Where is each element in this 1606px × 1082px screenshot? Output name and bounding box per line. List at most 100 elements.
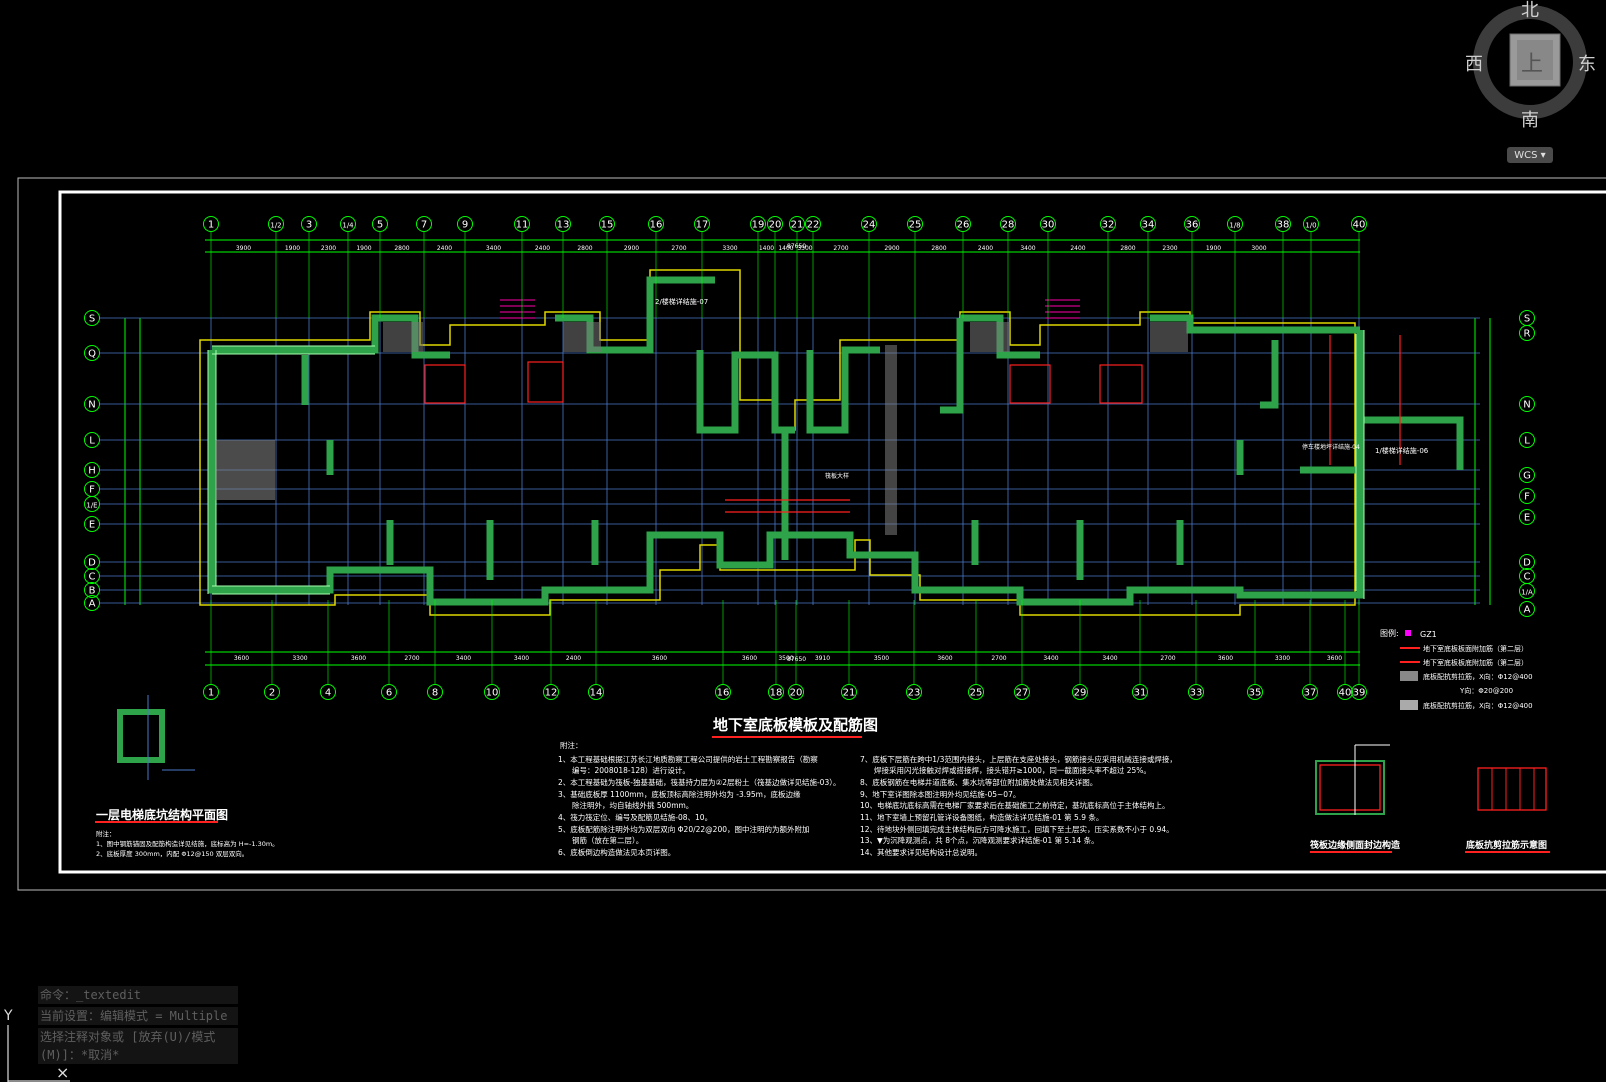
axis-bubble-top: 20 <box>767 216 783 232</box>
svg-text:26: 26 <box>957 220 970 231</box>
svg-text:4: 4 <box>325 688 331 699</box>
svg-text:35: 35 <box>1249 688 1262 699</box>
svg-text:30: 30 <box>1042 220 1055 231</box>
axis-bubble-top: 13 <box>555 216 571 232</box>
viewcube[interactable]: 北 南 东 西 上 <box>1465 0 1605 170</box>
svg-text:40: 40 <box>1353 220 1366 231</box>
svg-text:37: 37 <box>1304 688 1317 699</box>
viewcube-north[interactable]: 北 <box>1521 0 1539 21</box>
axis-bubble-right: 1/A <box>1519 583 1535 599</box>
svg-text:14、其他要求详见结构设计总说明。: 14、其他要求详见结构设计总说明。 <box>860 847 982 857</box>
svg-text:A: A <box>89 599 96 610</box>
svg-text:Q: Q <box>88 349 96 360</box>
axis-bubble-left: A <box>84 595 100 611</box>
svg-text:1: 1 <box>208 220 214 231</box>
dimension-text: 3300 <box>292 655 307 662</box>
dimension-text: 2400 <box>566 655 581 662</box>
axis-bubble-top: 28 <box>1000 216 1016 232</box>
svg-text:16: 16 <box>650 220 663 231</box>
svg-text:H: H <box>88 466 96 477</box>
footing-outline <box>199 269 1356 616</box>
axis-bubble-top: 16 <box>648 216 664 232</box>
svg-text:9: 9 <box>462 220 468 231</box>
svg-text:12: 12 <box>545 688 558 699</box>
svg-text:24: 24 <box>863 220 876 231</box>
dimension-text: 3400 <box>1020 245 1035 252</box>
rebar-boxes <box>424 335 1401 513</box>
axis-bubble-bottom: 8 <box>427 684 443 700</box>
svg-text:21: 21 <box>791 220 804 231</box>
pit-plan-title: 一层电梯底坑结构平面图 <box>96 807 228 822</box>
axis-bubble-right: A <box>1519 601 1535 617</box>
svg-text:N: N <box>88 400 95 411</box>
dimension-text: 1400 <box>759 245 774 252</box>
stair-hatch <box>500 299 1080 319</box>
viewcube-south[interactable]: 南 <box>1521 110 1539 131</box>
svg-text:L: L <box>1524 436 1530 447</box>
dimension-text: 1400 <box>778 245 793 252</box>
svg-text:4、筏力筏定位、编号及配筋见结施-08、10。: 4、筏力筏定位、编号及配筋见结施-08、10。 <box>558 812 712 822</box>
svg-text:编号：2008018-128）进行设计。: 编号：2008018-128）进行设计。 <box>572 765 690 775</box>
wcs-menu-button[interactable]: WCS ▾ <box>1507 147 1553 163</box>
svg-text:1/4: 1/4 <box>342 222 354 230</box>
svg-text:6、底板倒边构造做法见本页详图。: 6、底板倒边构造做法见本页详图。 <box>558 847 675 857</box>
axis-bubble-top: 1/4 <box>340 216 356 232</box>
axis-bubble-bottom: 31 <box>1132 684 1148 700</box>
axis-bubble-bottom: 35 <box>1247 684 1263 700</box>
axis-bubble-bottom: 1 <box>203 684 219 700</box>
axis-bubble-top: 17 <box>694 216 710 232</box>
axis-bubble-left: E <box>84 516 100 532</box>
dimension-text: 3500 <box>778 655 793 662</box>
command-line-1: 命令：_textedit <box>38 986 238 1004</box>
svg-text:18: 18 <box>770 688 783 699</box>
dimension-text: 3910 <box>815 655 830 662</box>
axis-bubble-top: 1/2 <box>268 216 284 232</box>
axis-bubble-top: 24 <box>861 216 877 232</box>
axis-bubble-top: 21 <box>789 216 805 232</box>
axis-bubble-left: D <box>84 554 100 570</box>
dimension-text: 2400 <box>1070 245 1085 252</box>
svg-text:钢筋（放在第二层）。: 钢筋（放在第二层）。 <box>572 835 643 845</box>
basement-walls <box>208 276 1464 606</box>
viewcube-top-face[interactable]: 上 <box>1521 52 1544 77</box>
dimension-text: 3500 <box>874 655 889 662</box>
svg-text:1/8: 1/8 <box>1229 222 1240 230</box>
ucs-icon: Y × <box>3 1008 70 1082</box>
legend-item-top-rebar: 地下室底板板面附加筋（第二层） <box>1423 644 1528 653</box>
dimension-text: 3600 <box>1327 655 1342 662</box>
viewcube-east[interactable]: 东 <box>1578 54 1596 75</box>
dimension-text: 3000 <box>1251 245 1266 252</box>
dimension-text: 3300 <box>797 245 812 252</box>
svg-text:6: 6 <box>386 688 392 699</box>
svg-text:13、▼为沉降观测点，共 8个点，沉降观测要求详结施-01: 13、▼为沉降观测点，共 8个点，沉降观测要求详结施-01 第 5.14 条。 <box>860 835 1099 845</box>
svg-text:23: 23 <box>908 688 921 699</box>
annotation-parking: 停车楼地坪详结施-04 <box>1302 443 1360 451</box>
dimension-text: 1900 <box>1206 245 1221 252</box>
sheet-outer-border <box>17 177 1606 891</box>
legend-swatches <box>1400 630 1420 710</box>
wall-edges <box>207 330 1365 599</box>
dimension-lines <box>124 239 1491 666</box>
dimension-text: 2400 <box>535 245 550 252</box>
dimension-text: 1900 <box>356 245 371 252</box>
dimension-text: 3600 <box>652 655 667 662</box>
dimension-text: 2800 <box>394 245 409 252</box>
svg-text:附注：: 附注： <box>560 740 583 750</box>
axis-bubble-top: 5 <box>372 216 388 232</box>
dimension-text: 2700 <box>833 245 848 252</box>
viewcube-ring[interactable] <box>1465 0 1605 170</box>
axis-bubble-top: 19 <box>750 216 766 232</box>
axis-bubble-bottom: 39 <box>1351 684 1367 700</box>
axis-bubble-top: 15 <box>599 216 615 232</box>
elevator-pits <box>215 322 1188 535</box>
axis-bubble-left: S <box>84 310 100 326</box>
svg-text:A: A <box>1524 605 1531 616</box>
svg-text:36: 36 <box>1186 220 1199 231</box>
svg-text:2: 2 <box>269 688 275 699</box>
svg-text:C: C <box>89 572 96 583</box>
viewcube-west[interactable]: 西 <box>1465 54 1483 75</box>
dimension-text: 2800 <box>1120 245 1135 252</box>
